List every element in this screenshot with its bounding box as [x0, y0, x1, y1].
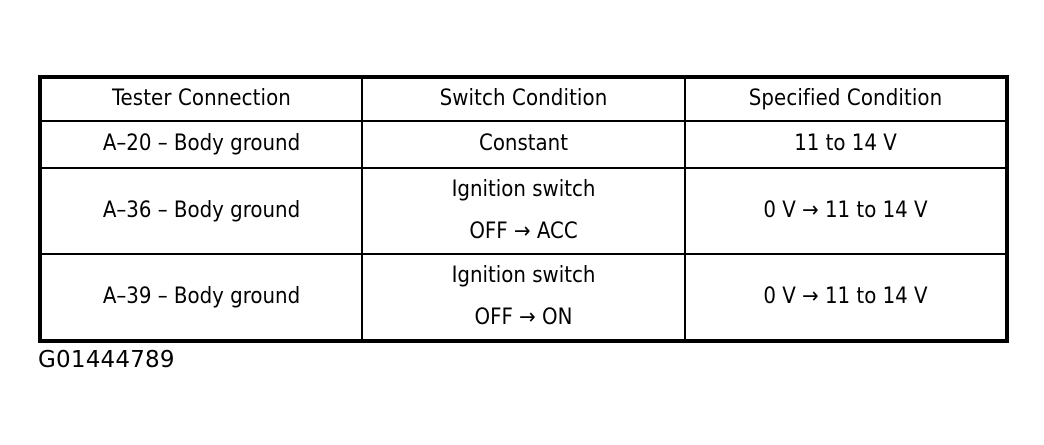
- cell-tester-connection: A–39 – Body ground: [39, 253, 363, 342]
- table-header: Tester Connection Switch Condition Speci…: [39, 76, 1008, 122]
- column-header-specified-condition: Specified Condition: [684, 76, 1008, 122]
- table-header-row: Tester Connection Switch Condition Speci…: [39, 76, 1008, 122]
- cell-switch-condition: Constant: [361, 120, 686, 169]
- figure-caption: G01444789: [38, 347, 175, 373]
- switch-condition-line-2: OFF → ON: [474, 304, 573, 330]
- column-header-tester-connection: Tester Connection: [39, 76, 363, 122]
- switch-condition-line-1: Constant: [479, 131, 568, 157]
- switch-condition-lines: Ignition switch OFF → ON: [369, 262, 678, 331]
- specification-table: Tester Connection Switch Condition Speci…: [38, 75, 1009, 343]
- cell-specified-condition: 0 V → 11 to 14 V: [684, 167, 1008, 255]
- switch-condition-line-1: Ignition switch: [451, 263, 596, 289]
- column-header-switch-condition: Switch Condition: [361, 76, 686, 122]
- switch-condition-lines: Constant: [369, 130, 678, 158]
- switch-condition-line-1: Ignition switch: [451, 177, 596, 203]
- cell-tester-connection: A–20 – Body ground: [39, 120, 363, 169]
- switch-condition-lines: Ignition switch OFF → ACC: [369, 176, 678, 245]
- table-row: A–39 – Body ground Ignition switch OFF →…: [39, 253, 1008, 342]
- table-body: A–20 – Body ground Constant 11 to 14 V A…: [39, 120, 1008, 342]
- cell-switch-condition: Ignition switch OFF → ON: [361, 253, 686, 342]
- cell-tester-connection: A–36 – Body ground: [39, 167, 363, 255]
- switch-condition-line-2: OFF → ACC: [469, 218, 578, 244]
- table-row: A–36 – Body ground Ignition switch OFF →…: [39, 167, 1008, 255]
- cell-switch-condition: Ignition switch OFF → ACC: [361, 167, 686, 255]
- table-row: A–20 – Body ground Constant 11 to 14 V: [39, 120, 1008, 169]
- cell-specified-condition: 0 V → 11 to 14 V: [684, 253, 1008, 342]
- cell-specified-condition: 11 to 14 V: [684, 120, 1008, 169]
